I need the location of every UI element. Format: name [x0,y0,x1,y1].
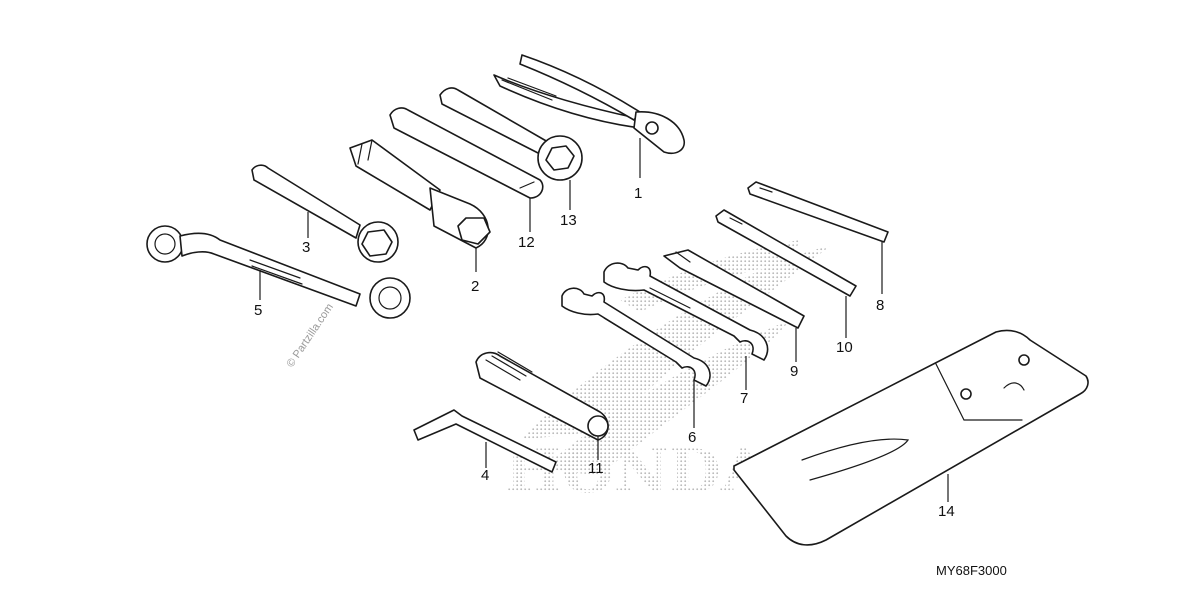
callout-3: 3 [302,239,310,256]
callout-7: 7 [740,390,748,407]
callout-9: 9 [790,363,798,380]
ring-spanner-icon [439,87,583,181]
callout-2: 2 [471,278,479,295]
callout-6: 6 [688,429,696,446]
callout-10: 10 [836,339,853,356]
callout-4: 4 [481,467,489,484]
offset-ring-wrench-icon [146,225,411,319]
open-end-wrench-icon [603,262,769,361]
brand-mark: HONDA [505,437,769,507]
box-wrench-icon [251,164,399,263]
pliers-icon [493,54,686,155]
callout-11: 11 [588,460,604,477]
spark-plug-socket-icon [349,139,491,249]
extension-bar-icon [389,107,544,199]
watermark: © Partzilla.com [285,302,336,370]
callout-1: 1 [634,185,642,202]
callout-12: 12 [518,234,535,251]
callout-5: 5 [254,302,262,319]
drawing-code: MY68F3000 [936,563,1007,578]
tool-bag-icon [733,329,1089,546]
screwdriver-bit-icon [747,181,889,243]
socket-handle-icon [475,351,609,441]
hex-key-icon [413,409,557,473]
screwdriver-bit-icon [715,209,857,297]
callout-14: 14 [938,503,955,520]
open-end-wrench-icon [561,287,711,387]
screwdriver-icon [663,249,805,329]
callout-13: 13 [560,212,577,229]
callout-8: 8 [876,297,884,314]
